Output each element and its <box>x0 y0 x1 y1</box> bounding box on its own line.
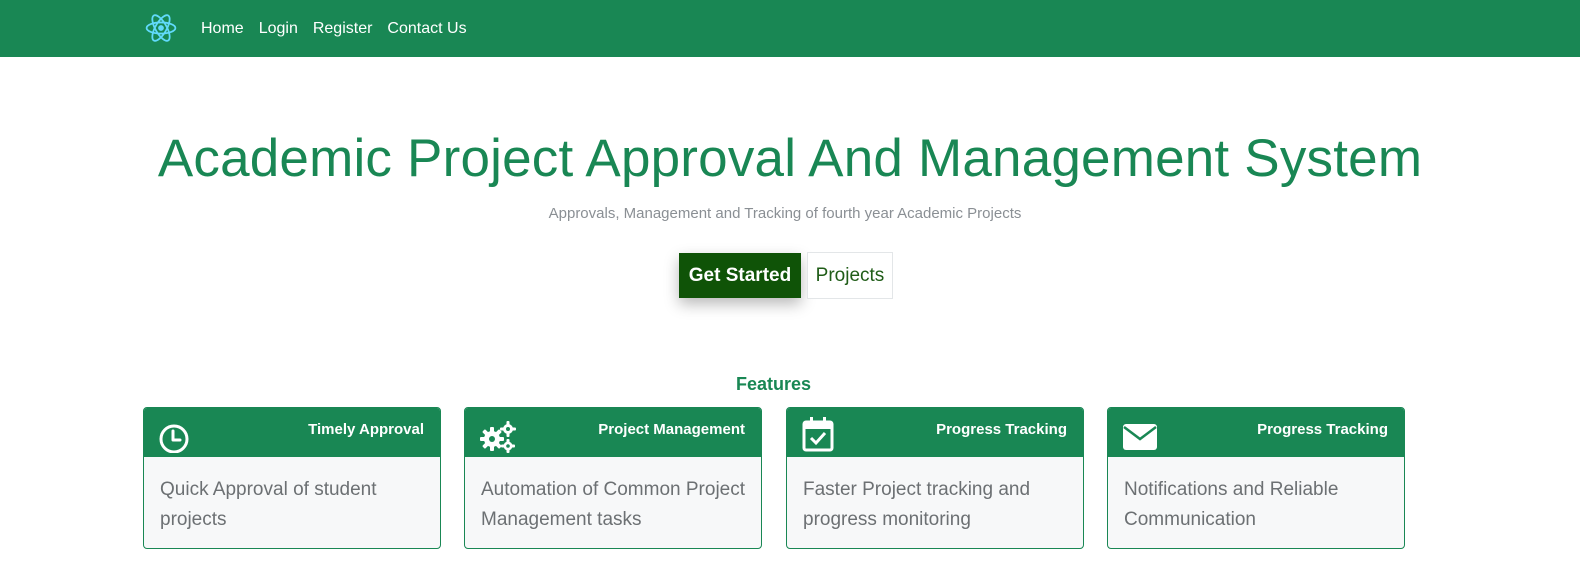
envelope-icon <box>1123 424 1157 450</box>
nav-link-register[interactable]: Register <box>312 19 373 37</box>
card-header: Progress Tracking <box>787 408 1083 457</box>
card-text: Automation of Common Project Management … <box>481 479 746 530</box>
card-text: Quick Approval of student projects <box>160 479 377 530</box>
feature-card-timely-approval: Timely Approval Quick Approval of studen… <box>143 407 441 549</box>
react-atom-icon[interactable] <box>142 10 180 46</box>
hero-subtitle: Approvals, Management and Tracking of fo… <box>548 205 1022 222</box>
feature-card-project-management: Project Management Automation of Common … <box>464 407 762 549</box>
card-title: Progress Tracking <box>1257 421 1388 438</box>
nav-link-contact-us[interactable]: Contact Us <box>387 19 467 37</box>
projects-button[interactable]: Projects <box>807 252 893 299</box>
feature-card-progress-tracking: Progress Tracking Faster Project trackin… <box>786 407 1084 549</box>
feature-card-communication: Progress Tracking Notifications and Reli… <box>1107 407 1405 549</box>
hero-title: Academic Project Approval And Management… <box>157 129 1423 188</box>
card-title: Progress Tracking <box>936 421 1067 438</box>
calendar-check-icon <box>802 417 834 452</box>
card-title: Timely Approval <box>308 421 424 438</box>
top-navbar: Home Login Register Contact Us <box>0 0 1580 57</box>
nav-link-home[interactable]: Home <box>201 19 244 37</box>
card-text: Faster Project tracking and progress mon… <box>803 479 1031 530</box>
nav-link-login[interactable]: Login <box>258 19 298 37</box>
nav-links: Home Login Register Contact Us <box>201 0 482 57</box>
gears-icon <box>480 421 516 453</box>
card-title: Project Management <box>598 421 745 438</box>
features-heading: Features <box>735 374 812 394</box>
card-header: Progress Tracking <box>1108 408 1404 457</box>
card-header: Project Management <box>465 408 761 457</box>
card-text: Notifications and Reliable Communication <box>1124 479 1339 530</box>
clock-icon <box>159 424 189 453</box>
get-started-button[interactable]: Get Started <box>679 253 801 298</box>
card-header: Timely Approval <box>144 408 440 457</box>
